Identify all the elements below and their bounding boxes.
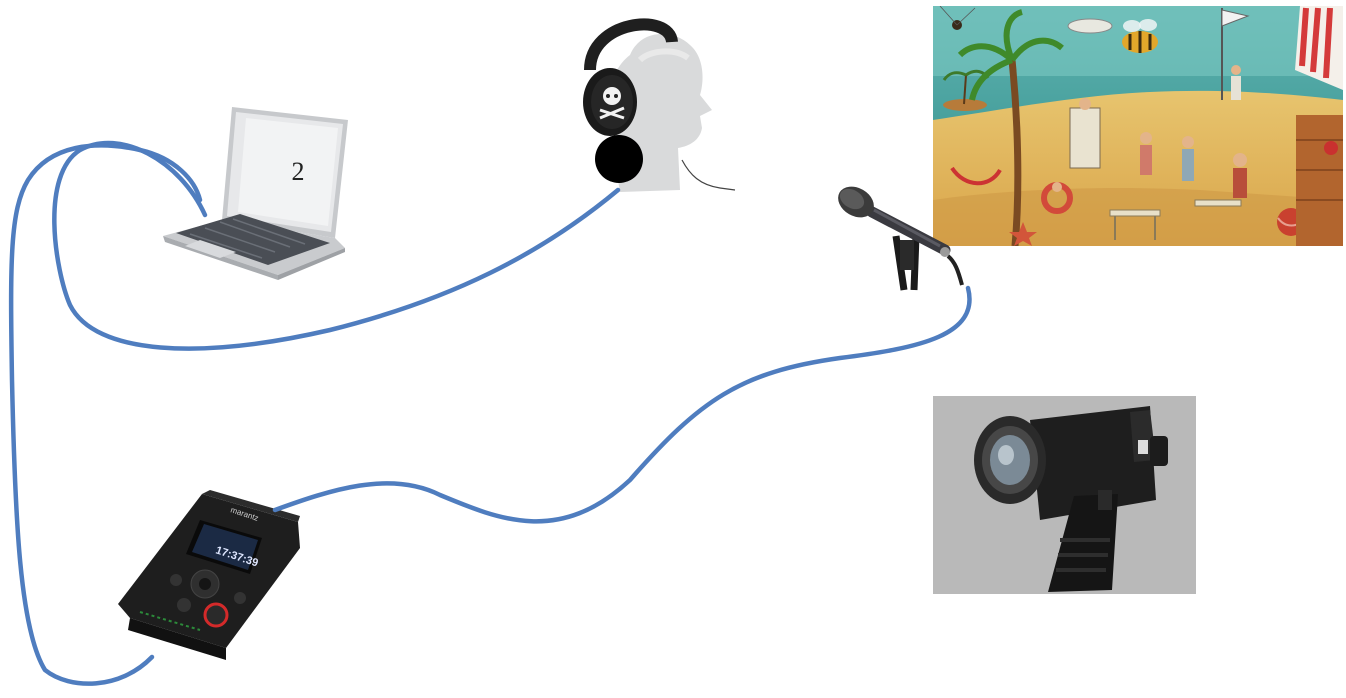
beach-painting-image [933,6,1343,246]
film-camera-icon [933,396,1196,594]
laptop-screen-number: 2 [292,157,305,186]
headphones-mannequin-icon [583,24,735,192]
audio-recorder-icon: 17:37:39 marantz [118,490,300,660]
cable-recorder-microphone [275,288,970,521]
